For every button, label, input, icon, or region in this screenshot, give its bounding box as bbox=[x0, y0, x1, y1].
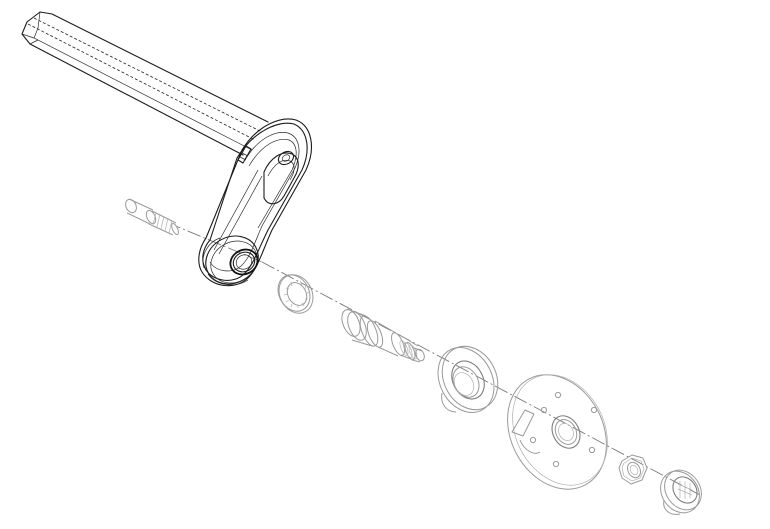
crank-arm-icon bbox=[21, 11, 312, 287]
bearing-cup-icon bbox=[437, 345, 499, 413]
end-cap-icon bbox=[660, 469, 702, 515]
lock-nut-icon bbox=[618, 454, 648, 485]
chainring-spider-icon bbox=[507, 374, 608, 490]
crank-arm-boss bbox=[202, 235, 259, 286]
crank-bolt-icon bbox=[125, 198, 179, 236]
washer-ring-icon bbox=[277, 274, 314, 314]
crank-arm-handle bbox=[21, 11, 269, 156]
pedal-axle-spindle-icon bbox=[341, 308, 425, 363]
assembly-centerline bbox=[146, 213, 701, 496]
